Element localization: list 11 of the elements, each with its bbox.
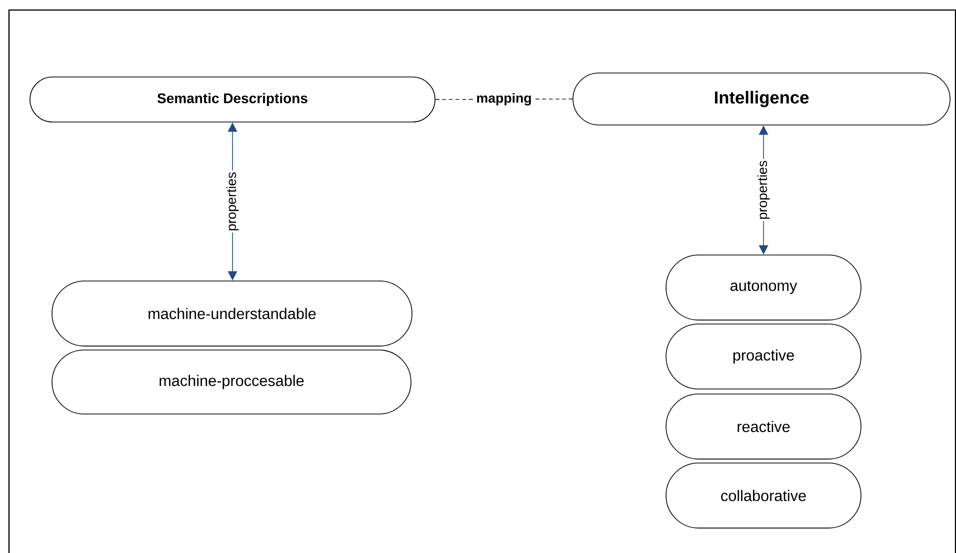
rounded-box: machine-understandable [52,280,412,346]
rounded-box: reactive [666,394,862,460]
edge-label: mapping [474,92,534,107]
edge-label: properties [756,159,772,221]
rounded-box: Intelligence [572,72,950,126]
rounded-box: machine-proccesable [52,350,412,414]
edge-label: properties [224,170,240,232]
rounded-box: proactive [666,324,862,390]
rounded-box: collaborative [666,462,862,528]
rounded-box: Semantic Descriptions [30,76,436,122]
rounded-box: autonomy [666,254,862,320]
